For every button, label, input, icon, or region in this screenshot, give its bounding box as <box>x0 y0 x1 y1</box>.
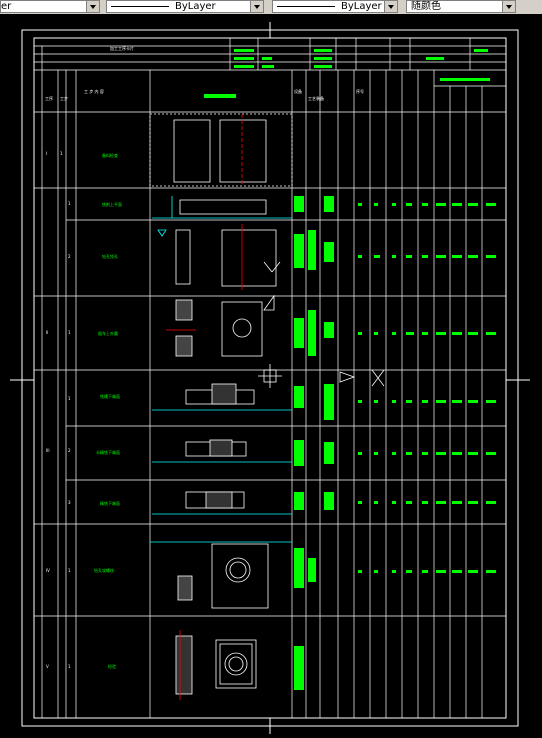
row-3-content: 钻孔铰孔 <box>102 253 118 259</box>
row-7-content: 精铣下端面 <box>100 500 120 506</box>
row-8-step: 1 <box>68 568 71 573</box>
row-5-step: 1 <box>68 396 71 401</box>
column-headers: 工序 工步 工 步 内 容 设备 工艺装备 序号 <box>45 88 364 101</box>
row-9-step: 1 <box>68 664 71 669</box>
sketch-stock <box>149 113 293 187</box>
line-preview <box>111 5 169 7</box>
header-tooling: 工艺装备 <box>308 95 324 101</box>
properties-toolbar: er ByLayer ByLayer 随颜色 <box>0 0 542 15</box>
header-seq: 序号 <box>356 88 364 94</box>
sketch-turn <box>166 294 275 357</box>
drawing-frame <box>10 22 530 734</box>
table-title: 加工工序卡片 <box>110 45 134 51</box>
row-4-content: 粗车上外圆 <box>98 330 118 336</box>
chevron-down-icon[interactable] <box>502 1 515 12</box>
sketch-mill-top <box>152 196 292 219</box>
row-labels: I 1 1 2 II 1 1 III 2 3 IV 1 V 1 <box>46 151 71 669</box>
chevron-down-icon[interactable] <box>86 1 99 12</box>
header-content: 工 步 内 容 <box>84 88 104 94</box>
main-grid <box>34 70 506 718</box>
color-combo[interactable]: 随颜色 <box>406 0 516 13</box>
row-6-step: 2 <box>68 448 71 453</box>
drawing-svg: 加工工序卡片 工序 工步 工 步 内 容 设备 工艺装备 序号 I 1 1 2 … <box>10 22 530 734</box>
sketch-semifinish <box>152 439 292 463</box>
row-2-content: 铣削上平面 <box>102 201 122 207</box>
row-1-step: 1 <box>60 151 63 156</box>
header-green-labels <box>204 49 490 98</box>
drawing-canvas[interactable]: 加工工序卡片 工序 工步 工 步 内 容 设备 工艺装备 序号 I 1 1 2 … <box>0 14 542 738</box>
lineweight-text: ByLayer <box>341 1 382 12</box>
layer-combo-text: er <box>1 1 12 12</box>
row-4-step: 1 <box>68 330 71 335</box>
sketch-finish <box>152 491 292 515</box>
line-preview <box>277 5 335 7</box>
step-contents: 备料检查 铣削上平面 钻孔铰孔 粗车上外圆 铣槽下端面 半精铣下端面 精铣下端面… <box>94 152 122 669</box>
row-4-process: II <box>46 330 48 335</box>
sketch-drill <box>157 224 281 290</box>
row-5-content: 铣槽下端面 <box>100 393 120 399</box>
row-9-content: 检验 <box>108 663 116 669</box>
linetype-combo[interactable]: ByLayer <box>106 0 264 13</box>
header-equipment: 设备 <box>294 88 302 94</box>
header-process: 工序 <box>45 95 53 101</box>
row-1-content: 备料检查 <box>102 152 118 158</box>
sketch-tap <box>150 541 292 609</box>
layer-combo[interactable]: er <box>0 0 100 13</box>
row-2-step: 1 <box>68 201 71 206</box>
header-step: 工步 <box>60 95 68 101</box>
header-grid <box>34 38 506 71</box>
row-6-content: 半精铣下端面 <box>96 449 120 455</box>
row-9-process: V <box>46 664 49 669</box>
color-text: 随颜色 <box>411 1 441 12</box>
row-data-blocks <box>294 196 334 690</box>
row-6-process: III <box>46 448 50 453</box>
row-1-process: I <box>46 151 47 156</box>
sketch-inspect <box>175 630 257 700</box>
crosshair-cursor <box>258 364 385 388</box>
chevron-down-icon[interactable] <box>250 1 263 12</box>
row-3-step: 2 <box>68 254 71 259</box>
row-8-content: 钻孔攻螺纹 <box>94 567 114 573</box>
chevron-down-icon[interactable] <box>384 1 397 12</box>
row-7-step: 3 <box>68 500 71 505</box>
lineweight-combo[interactable]: ByLayer <box>272 0 398 13</box>
linetype-text: ByLayer <box>175 1 216 12</box>
sketch-mill-bottom <box>152 383 292 411</box>
numeric-cells <box>358 203 496 573</box>
row-8-process: IV <box>46 568 50 573</box>
